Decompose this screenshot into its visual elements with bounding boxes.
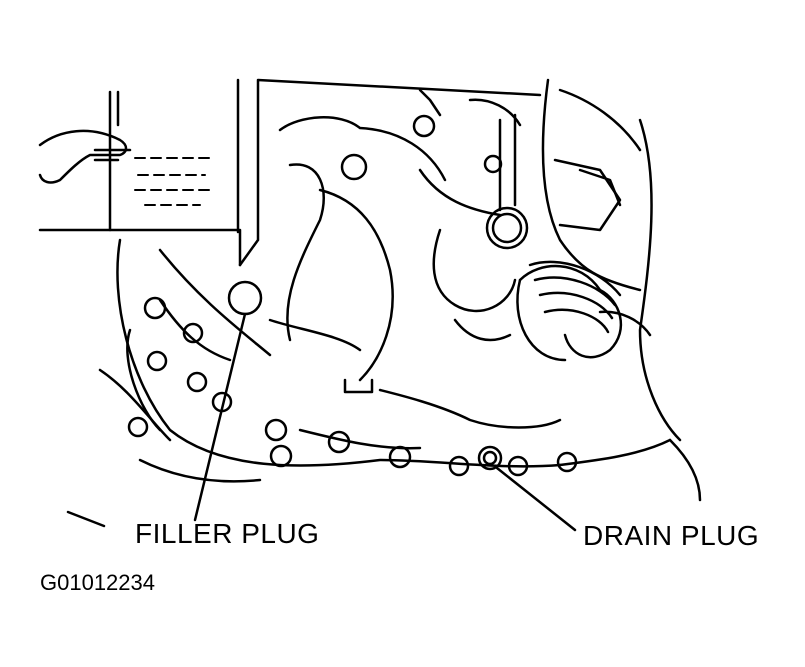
drain-plug-label: DRAIN PLUG xyxy=(583,520,760,551)
inset-illustration xyxy=(38,78,242,267)
cable xyxy=(541,78,642,292)
hand-icon xyxy=(38,129,128,184)
axle-boot xyxy=(528,260,652,337)
hose xyxy=(158,248,272,357)
figure-id: G01012234 xyxy=(40,570,155,595)
drain-plug-icon xyxy=(477,445,503,471)
filler-plug-label: FILLER PLUG xyxy=(135,518,320,549)
stray-mark xyxy=(66,510,106,528)
drain-plug-leader xyxy=(495,466,577,532)
filler-plug-leader xyxy=(193,312,247,522)
housing-bolts xyxy=(127,114,578,477)
transmission-housing xyxy=(98,78,702,502)
oil-level-marks xyxy=(134,157,211,206)
filler-plug-icon xyxy=(227,280,263,316)
